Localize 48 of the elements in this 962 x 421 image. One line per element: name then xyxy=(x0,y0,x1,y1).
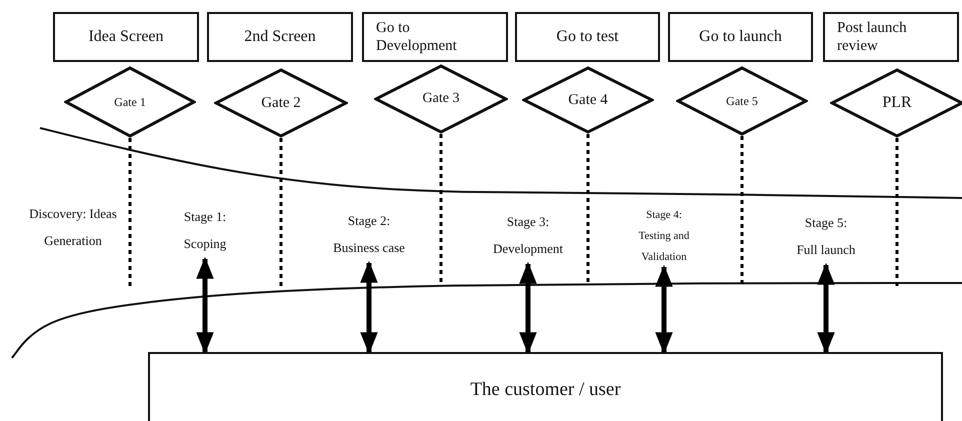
gate-diamond xyxy=(64,66,196,138)
node-text: Gate 3 xyxy=(422,91,460,107)
node-text: Idea Screen xyxy=(88,28,164,46)
stage-divider-line xyxy=(128,138,132,288)
stage-divider-line xyxy=(896,138,898,288)
process-box xyxy=(148,352,943,421)
double-arrow xyxy=(360,260,378,354)
double-arrow xyxy=(196,256,214,354)
gate-diamond xyxy=(374,64,508,134)
node-text: Gate 1 xyxy=(114,95,146,109)
node-text: Gate 5 xyxy=(726,94,758,108)
stage-name: Scoping xyxy=(184,235,226,253)
stage-name: Testing and Validation xyxy=(638,229,690,265)
process-box xyxy=(207,12,353,62)
node-text: Gate 2 xyxy=(261,95,301,111)
stage-title: Stage 3: xyxy=(506,213,550,231)
node-text: PLR xyxy=(882,94,912,112)
stage-name: Business case xyxy=(333,239,405,257)
node-text: The customer / user xyxy=(470,378,621,400)
stage-divider-line xyxy=(280,138,282,288)
stage-name: Full launch xyxy=(796,241,856,259)
gate-diamond xyxy=(522,66,654,134)
node-text: Gate 4 xyxy=(568,92,608,108)
node-text: 2nd Screen xyxy=(244,28,316,46)
node-text: Post launch review xyxy=(837,19,908,55)
stage-title: Stage 4: xyxy=(646,208,682,223)
stage-title: Stage 1: xyxy=(184,208,226,226)
process-box xyxy=(823,12,959,62)
stage-title: Stage 5: xyxy=(804,214,848,232)
phase-label: Discovery: Ideas Generation xyxy=(28,205,118,250)
node-text: Go to launch xyxy=(699,28,782,46)
gate-diamond xyxy=(676,66,808,136)
stage-divider-line xyxy=(740,136,744,286)
stage-divider-line xyxy=(586,134,590,284)
stage-title: Stage 2: xyxy=(348,212,390,230)
double-arrow xyxy=(817,262,835,354)
process-box xyxy=(515,12,660,62)
node-text: Go to Development xyxy=(376,19,458,55)
node-text: Go to test xyxy=(556,28,619,46)
process-box xyxy=(53,12,199,62)
stage-name: Development xyxy=(492,240,564,258)
double-arrow xyxy=(655,264,673,354)
gate-diamond xyxy=(830,68,962,138)
double-arrow xyxy=(519,262,537,354)
process-box xyxy=(668,12,813,62)
stage-divider-line xyxy=(440,134,442,284)
process-box xyxy=(362,12,508,62)
gate-diamond xyxy=(214,68,348,138)
